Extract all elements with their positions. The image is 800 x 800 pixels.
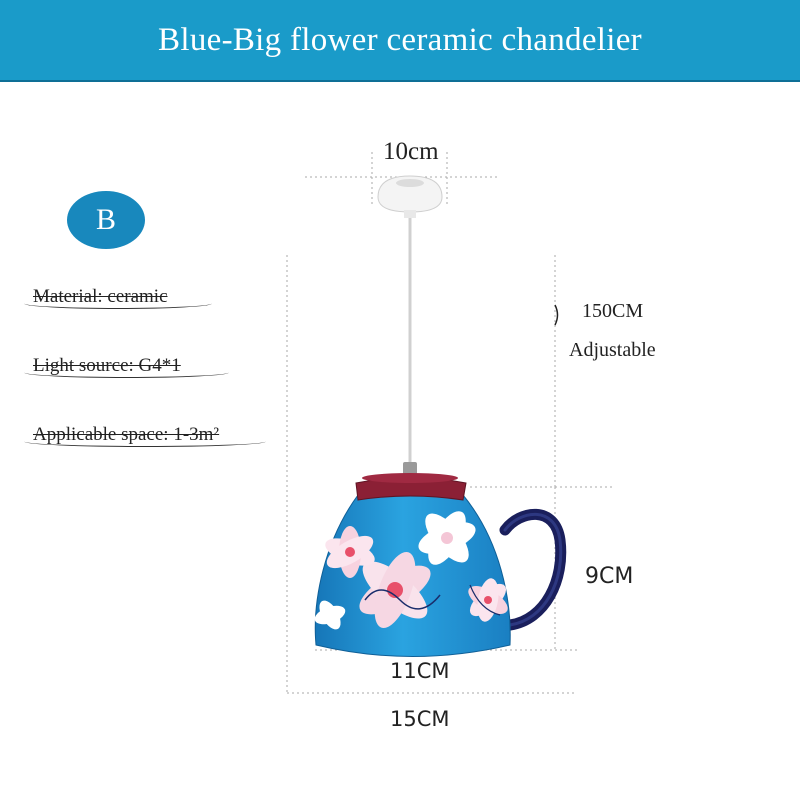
shade-bottom-width-label: 11CM (390, 659, 450, 683)
flower-pattern (314, 511, 508, 630)
spec-underline (24, 436, 266, 447)
shade-height-label: 9CM (585, 564, 634, 589)
variant-letter: B (95, 203, 116, 236)
title-banner: Blue-Big flower ceramic chandelier (0, 0, 800, 82)
cord-adjustable-label: Adjustable (569, 339, 656, 361)
cup-handle (499, 508, 567, 631)
ceiling-canopy (377, 175, 443, 218)
spec-underline (24, 298, 212, 309)
variant-badge: B (67, 191, 145, 249)
cord-length-label: 150CM (582, 300, 644, 322)
page-title: Blue-Big flower ceramic chandelier (158, 21, 642, 58)
spec-underline (24, 367, 229, 378)
shade-top-width-label: 15CM (390, 707, 450, 731)
socket (403, 462, 417, 476)
canopy-width-label: 10cm (383, 138, 439, 165)
